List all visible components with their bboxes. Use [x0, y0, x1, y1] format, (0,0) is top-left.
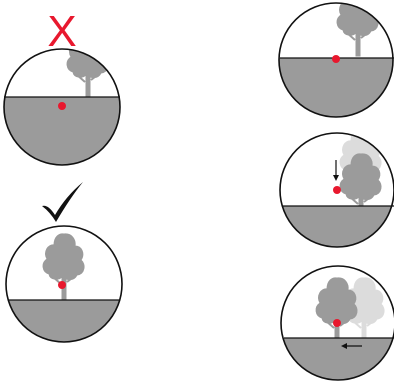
ground-area — [270, 338, 394, 384]
tree-icon — [316, 278, 357, 344]
aim-dot — [333, 186, 341, 194]
aim-dot — [333, 319, 341, 327]
panel-step-2 — [270, 130, 394, 266]
tree-icon — [337, 0, 378, 56]
ground-area — [0, 300, 130, 360]
panel-step-1 — [270, 0, 394, 128]
panel-step-3 — [270, 266, 394, 384]
down-arrow-icon — [333, 160, 339, 181]
aim-dot — [58, 281, 66, 289]
check-mark-icon — [42, 182, 83, 222]
panel-correct — [0, 182, 130, 360]
aim-dot — [332, 55, 340, 63]
panel-incorrect: X — [0, 7, 130, 177]
tree-icon — [43, 234, 84, 300]
aim-dot — [58, 102, 66, 110]
ground-area — [270, 206, 394, 266]
